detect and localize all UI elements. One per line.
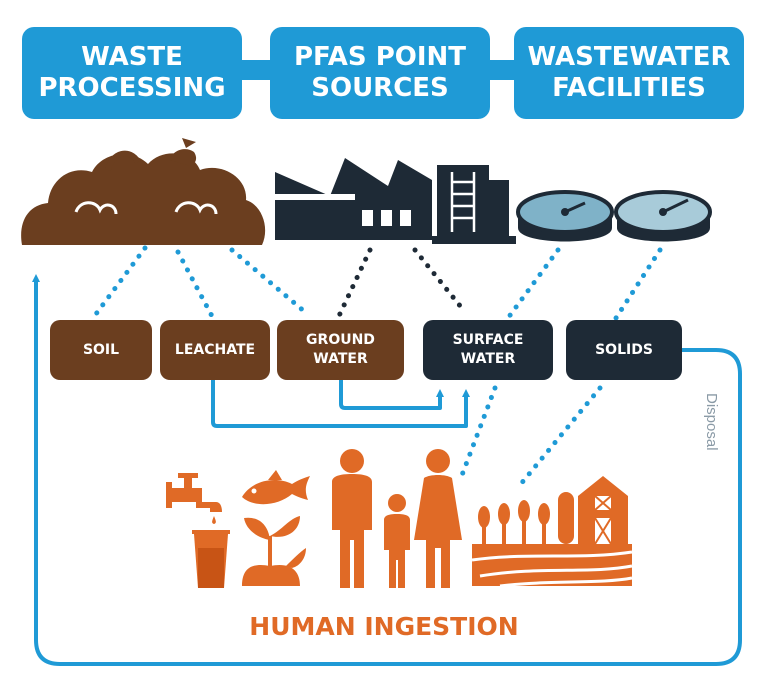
pathway-label: WATER [460,351,516,367]
pathway-soil: SOIL [50,320,152,380]
header-pfas-point-sources: PFAS POINT SOURCES [270,27,490,119]
pathway-label: WATER [313,351,368,367]
pathway-label: LEACHATE [174,341,256,358]
header-line: WASTE [81,42,183,72]
arrow-leachate-to-surfacewater [211,380,470,428]
header-wastewater-facilities: WASTEWATER FACILITIES [514,27,744,119]
pathway-solids: SOLIDS [566,320,682,380]
dotted-link-factory-groundwater [335,247,373,321]
pathway-label: SOIL [82,341,120,358]
disposal-label: Disposal [703,393,720,451]
header-line: FACILITIES [552,73,706,103]
header-waste-processing: WASTE PROCESSING [22,27,242,119]
fish-icon [242,470,310,505]
waste-pile-icon [21,138,266,245]
pathway-label: GROUND [306,332,375,348]
dotted-link-waste-groundwater [229,247,308,315]
pathway-label: SURFACE [452,332,524,348]
header-line: SOURCES [311,73,449,103]
dotted-link-waste-soil [90,245,148,321]
clarifier-tank-icon [614,190,712,242]
clarifier-tank-icon [516,190,614,242]
seedling-icon [242,516,306,586]
barn-icon [578,476,628,545]
dotted-link-tank-surfacewater [505,247,561,321]
faucet-glass-icon [166,473,230,588]
dotted-link-waste-leachate [175,249,216,321]
header-connector [240,60,276,80]
family-icon [332,449,462,588]
header-line: WASTEWATER [527,42,731,72]
pathway-surface-water: SURFACE WATER [423,320,553,380]
arrow-groundwater-to-surfacewater [339,380,444,410]
pathway-ground-water: GROUND WATER [277,320,404,380]
industrial-tower-icon [432,165,516,244]
pathway-label: SOLIDS [595,341,653,358]
dotted-link-tank-solids [613,247,663,321]
dotted-link-factory-surfacewater [412,247,468,315]
human-ingestion-label: HUMAN INGESTION [249,612,519,641]
pathway-leachate: LEACHATE [160,320,270,380]
dotted-link-solids-farm [517,385,603,488]
disposal-loop-arrow [32,274,742,666]
header-line: PROCESSING [38,73,226,103]
header-line: PFAS POINT [293,42,467,72]
factory-icon [275,158,432,240]
farm-field-icon [471,492,633,588]
